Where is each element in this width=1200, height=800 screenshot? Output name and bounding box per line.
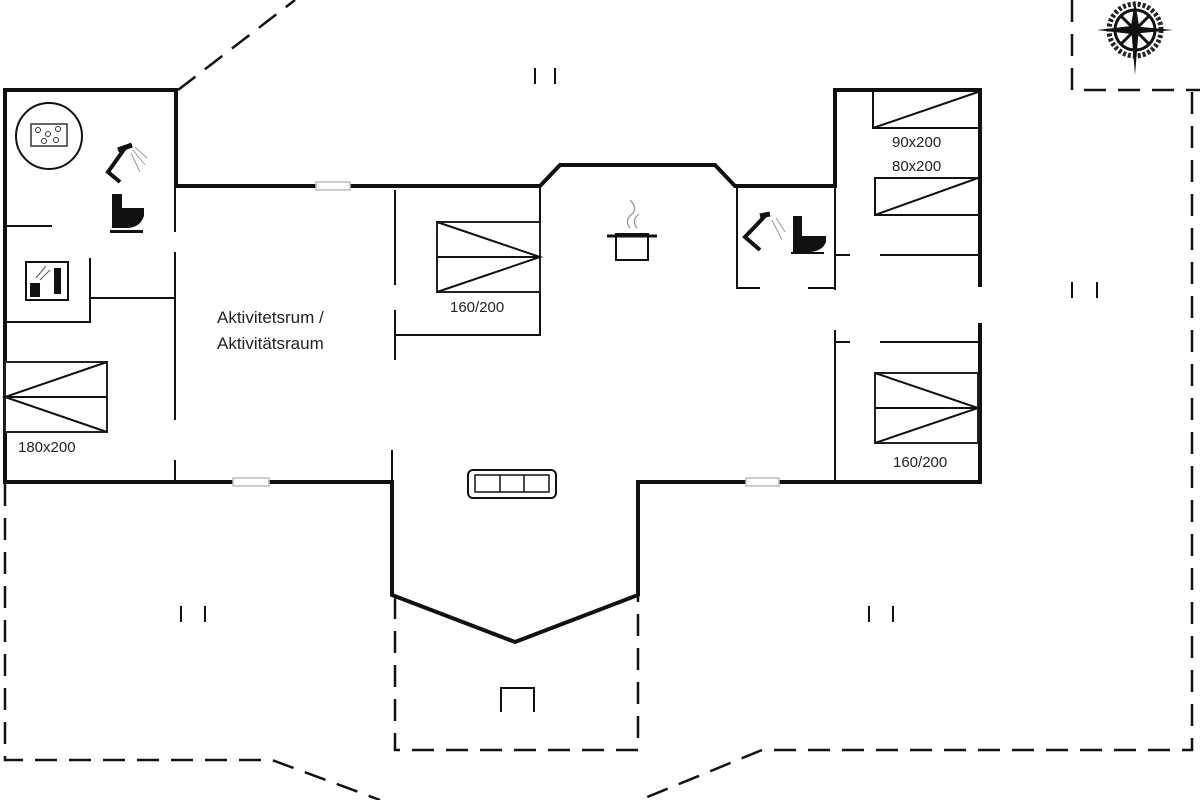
shower-icon xyxy=(742,211,786,252)
post-marker xyxy=(868,606,894,622)
post-marker xyxy=(534,68,556,84)
bed-180x200 xyxy=(1,361,108,433)
sofa-icon xyxy=(467,469,557,499)
bed-160x200-center xyxy=(436,221,544,293)
fireplace-icon xyxy=(500,687,535,712)
sauna-icon xyxy=(25,261,69,301)
toilet-icon xyxy=(791,216,826,254)
post-marker xyxy=(1071,282,1098,298)
bed-90x200 xyxy=(872,91,979,129)
bed-size-label: 90x200 xyxy=(892,134,941,151)
toilet-icon xyxy=(110,194,144,233)
bed-size-label: 180x200 xyxy=(18,439,76,456)
bed-size-label: 80x200 xyxy=(892,158,941,175)
room-label: Aktivitätsraum xyxy=(217,334,324,353)
exterior-walls xyxy=(3,88,982,645)
windows xyxy=(232,181,780,487)
terrace-outlines xyxy=(3,0,1200,800)
bed-size-label: 160/200 xyxy=(450,299,504,316)
interior-walls xyxy=(5,186,978,482)
shower-icon xyxy=(105,142,148,184)
whirlpool-icon xyxy=(15,102,83,170)
compass-rose-icon xyxy=(1097,0,1173,75)
post-marker xyxy=(180,606,206,622)
bed-size-label: 160/200 xyxy=(893,454,947,471)
bed-160x200-right xyxy=(874,372,982,444)
room-label: Aktivitetsrum / xyxy=(217,308,324,327)
cooking-pot-icon xyxy=(607,199,657,261)
bed-80x200 xyxy=(874,177,979,216)
